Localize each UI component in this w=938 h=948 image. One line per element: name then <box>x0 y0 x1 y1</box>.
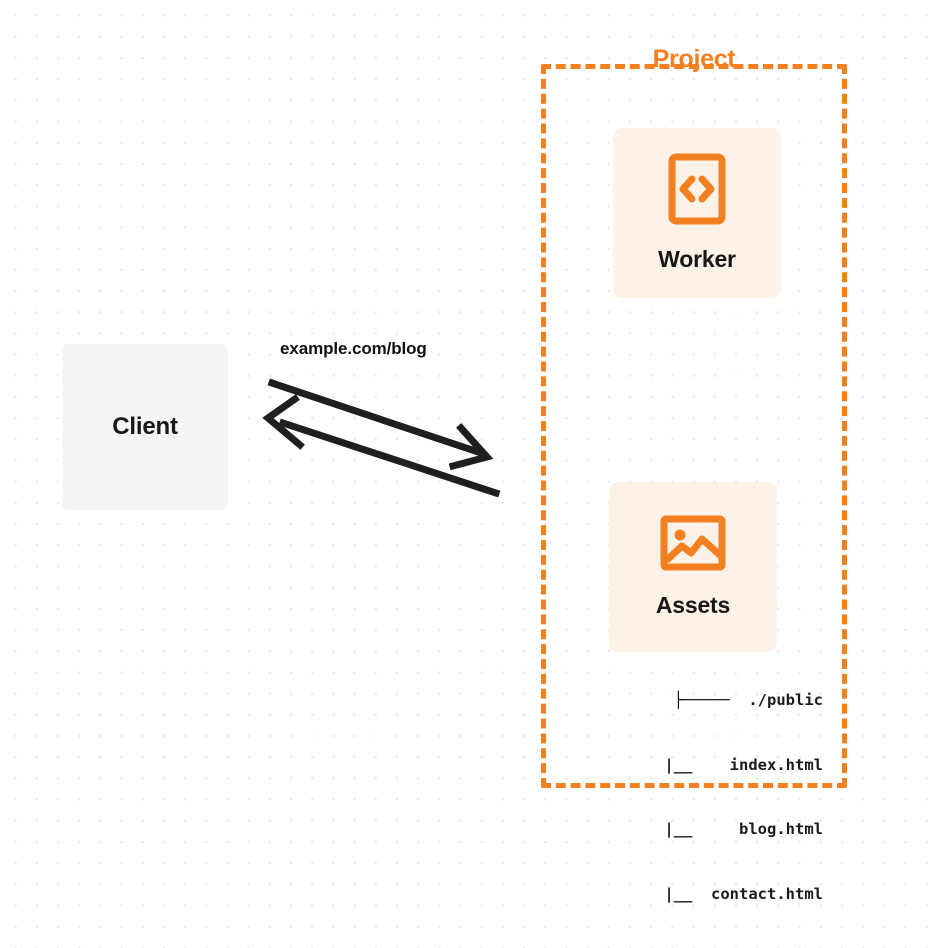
diagram-canvas: Client example.com/blog Project <box>62 47 847 903</box>
file-tree-line: |__ contact.html <box>627 884 823 903</box>
file-tree-line: |__ index.html <box>627 755 823 774</box>
file-tree-line: |__ blog.html <box>627 820 823 838</box>
assets-node[interactable]: Assets <box>609 482 777 652</box>
code-brackets-icon <box>668 153 726 230</box>
edge-label-url: example.com/blog <box>280 339 427 358</box>
project-group-title: Project <box>652 45 736 73</box>
client-node[interactable]: Client <box>62 344 228 510</box>
response-arrow <box>262 394 501 498</box>
request-arrow <box>267 378 494 471</box>
assets-node-label: Assets <box>655 592 731 618</box>
worker-node-label: Worker <box>658 246 736 272</box>
worker-node[interactable]: Worker <box>613 128 781 298</box>
project-dashed-border <box>541 64 847 788</box>
image-icon <box>660 515 726 576</box>
project-group: Project Worker Assets <box>541 47 847 903</box>
assets-file-tree: ├───── ./public |__ index.html |__ blog.… <box>577 647 823 948</box>
client-node-label: Client <box>112 413 178 440</box>
file-tree-line: ├───── ./public <box>673 691 823 709</box>
